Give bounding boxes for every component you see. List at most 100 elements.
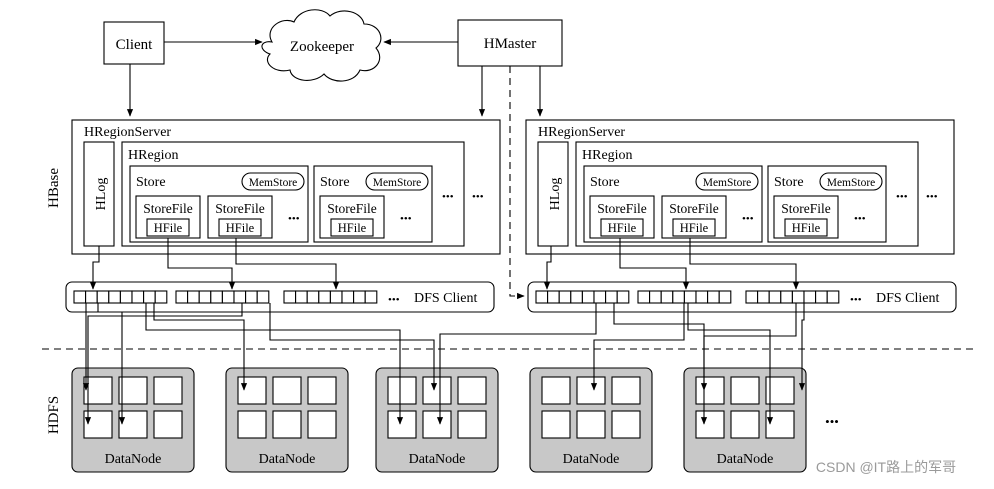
block-cell [791, 290, 805, 304]
storefile-more-ellipsis: ••• [288, 213, 300, 225]
block-cell [364, 290, 378, 304]
store-label: Store [136, 175, 166, 190]
block-cell [198, 290, 212, 304]
store-label: Store [590, 175, 620, 190]
datanode-block [730, 410, 760, 439]
hlog-to-dfs-wire [543, 246, 552, 290]
block-cell [187, 290, 200, 304]
block-cell [593, 290, 607, 304]
dfs-to-datanode-wire [687, 303, 774, 425]
datanode-block [237, 410, 267, 439]
block-cell [175, 290, 189, 304]
hfile-box [330, 218, 374, 237]
block-group-1 [637, 290, 732, 304]
dfs-to-datanode-wire [97, 303, 126, 425]
storefile-label: StoreFile [597, 201, 647, 216]
dfs-client-label: DFS Client [876, 291, 940, 306]
block-cell [707, 290, 720, 304]
hfile-label: HFile [226, 221, 255, 235]
store-label: Store [774, 175, 804, 190]
block-cell [558, 290, 572, 304]
hfile-label: HFile [680, 221, 709, 235]
block-cell [73, 290, 87, 304]
datanode-4: DataNode [683, 367, 807, 473]
datanode-label: DataNode [717, 452, 774, 467]
storefile-label: StoreFile [781, 201, 831, 216]
hfile-label: HFile [338, 221, 367, 235]
block-cell [119, 290, 133, 304]
datanode-block [118, 410, 148, 439]
datanode-label: DataNode [409, 452, 466, 467]
memstore-label: MemStore [373, 177, 422, 189]
zookeeper-label: Zookeeper [290, 39, 354, 55]
hlog-label: HLog [94, 178, 109, 211]
block-cell [256, 290, 270, 304]
block-cell [605, 290, 618, 304]
datanode-0: DataNode [71, 367, 195, 473]
memstore-label: MemStore [249, 177, 298, 189]
datanode-block [541, 376, 571, 405]
datanode-block [695, 376, 725, 405]
hfile-label: HFile [608, 221, 637, 235]
region-server-title: HRegionServer [84, 125, 171, 140]
datanode-more-ellipsis: ••• [825, 414, 839, 429]
storefile-more-ellipsis: ••• [400, 213, 412, 225]
store-label: Store [320, 175, 350, 190]
block-cell [329, 290, 343, 304]
storefile-label: StoreFile [143, 201, 193, 216]
block-cell [85, 290, 98, 304]
storefile-label: StoreFile [669, 201, 719, 216]
hfile-box [600, 218, 644, 237]
block-cell [745, 290, 759, 304]
dfs-to-datanode-wire [436, 303, 597, 425]
region-more-ellipsis: ••• [926, 191, 938, 203]
block-group-2 [745, 290, 840, 304]
block-group-1 [175, 290, 270, 304]
block-cell [660, 290, 674, 304]
datanode-block [272, 376, 302, 405]
dfs-client-layer: ••• DFS Client••• DFS Client [65, 281, 957, 313]
block-cell [570, 290, 583, 304]
hfile-to-dfs-wire [167, 238, 236, 290]
storefile-more-ellipsis: ••• [742, 213, 754, 225]
store-more-ellipsis: ••• [896, 191, 908, 203]
block-cell [108, 290, 121, 304]
datanode-block [576, 376, 606, 405]
storefile-more-ellipsis: ••• [854, 213, 866, 225]
block-cell [535, 290, 549, 304]
datanode-block [387, 410, 417, 439]
store-more-ellipsis: ••• [442, 191, 454, 203]
storefile-label: StoreFile [215, 201, 265, 216]
block-group-0 [535, 290, 630, 304]
hmaster-label: HMaster [484, 36, 537, 52]
hfile-box [672, 218, 716, 237]
storefile-label: StoreFile [327, 201, 377, 216]
block-cell [245, 290, 258, 304]
client-node: Client [103, 21, 165, 65]
datanode-2: DataNode [375, 367, 499, 473]
block-group-0 [73, 290, 168, 304]
datanode-block [457, 410, 487, 439]
block-cell [131, 290, 145, 304]
block-cell [581, 290, 595, 304]
region-more-ellipsis: ••• [472, 191, 484, 203]
datanode-block [307, 376, 337, 405]
datanode-block [611, 410, 641, 439]
block-cell [353, 290, 366, 304]
dfs-more-ellipsis: ••• [850, 294, 862, 306]
top-connections [126, 38, 544, 300]
datanode-block [387, 376, 417, 405]
block-cell [683, 290, 697, 304]
dfs-client-1: ••• DFS Client [527, 281, 957, 313]
hfile-label: HFile [792, 221, 821, 235]
hregion-label: HRegion [582, 148, 633, 163]
memstore-label: MemStore [827, 177, 876, 189]
datanode-3: DataNode [529, 367, 653, 473]
block-cell [341, 290, 355, 304]
